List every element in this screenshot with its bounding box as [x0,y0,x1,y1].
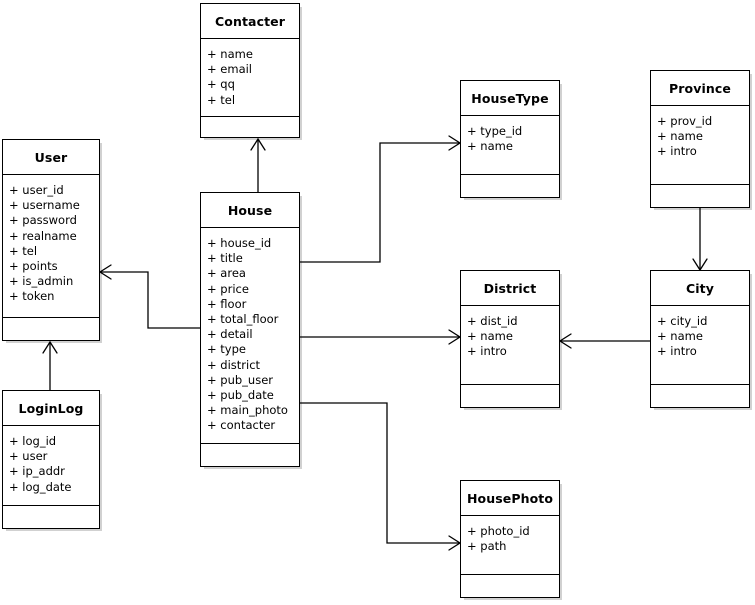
attribute: + title [207,251,243,266]
class-attributes-housetype: + type_id + name [461,116,559,175]
attribute: + intro [657,344,697,359]
class-title-loginlog: LoginLog [3,391,99,426]
class-attributes-city: + city_id + name + intro [651,306,749,385]
attribute: + contacter [207,418,276,433]
class-attributes-contacter: + name + email + qq + tel [201,39,299,117]
attribute: + name [657,129,703,144]
class-attributes-house: + house_id + title + area + price + floo… [201,228,299,444]
attribute: + user [9,449,48,464]
attribute: + intro [657,144,697,159]
class-title-district: District [461,271,559,306]
uml-class-housephoto[interactable]: HousePhoto + photo_id + path [460,480,560,598]
class-operations-contacter [201,117,299,139]
uml-class-province[interactable]: Province + prov_id + name + intro [650,70,750,208]
class-attributes-district: + dist_id + name + intro [461,306,559,385]
relationship-loginlog-user[interactable] [42,340,58,390]
class-title-housetype: HouseType [461,81,559,116]
attribute: + type [207,342,246,357]
class-title-contacter: Contacter [201,4,299,39]
uml-class-house[interactable]: House + house_id + title + area + price … [200,192,300,467]
attribute: + pub_user [207,372,274,387]
relationship-house-user[interactable] [98,264,200,329]
attribute: + type_id [467,124,523,138]
attribute: + main_photo [207,403,288,418]
attribute: + password [9,213,77,228]
class-operations-user [3,318,99,340]
uml-class-city[interactable]: City + city_id + name + intro [650,270,750,408]
class-title-city: City [651,271,749,306]
class-operations-house [201,444,299,466]
attribute: + total_floor [207,312,279,327]
relationship-city-district[interactable] [558,333,650,349]
attribute: + qq [207,77,235,92]
attribute: + realname [9,228,77,243]
class-operations-loginlog [3,506,99,528]
uml-class-housetype[interactable]: HouseType + type_id + name [460,80,560,198]
attribute: + ip_addr [9,464,65,479]
class-attributes-user: + user_id + username + password + realna… [3,175,99,318]
attribute: + email [207,62,253,77]
attribute: + username [9,198,80,213]
uml-class-user[interactable]: User + user_id + username + password + r… [2,139,100,341]
class-attributes-housephoto: + photo_id + path [461,516,559,575]
attribute: + is_admin [9,274,74,289]
class-operations-province [651,185,749,207]
relationship-house-housetype[interactable] [300,135,462,263]
class-operations-housephoto [461,575,559,597]
class-title-user: User [3,140,99,175]
class-attributes-loginlog: + log_id + user + ip_addr + log_date [3,426,99,506]
attribute: + photo_id [467,524,530,538]
attribute: + prov_id [657,114,713,128]
relationship-house-contacter[interactable] [250,137,266,192]
attribute: + name [657,329,703,344]
uml-class-district[interactable]: District + dist_id + name + intro [460,270,560,408]
class-title-housephoto: HousePhoto [461,481,559,516]
class-operations-city [651,385,749,407]
attribute: + district [207,357,261,372]
relationship-house-district[interactable] [300,329,462,345]
attribute: + name [467,139,513,154]
attribute: + path [467,539,507,554]
attribute: + token [9,289,55,304]
attribute: + log_id [9,434,57,448]
uml-class-contacter[interactable]: Contacter + name + email + qq + tel [200,3,300,138]
attribute: + floor [207,296,247,311]
class-operations-district [461,385,559,407]
attribute: + name [467,329,513,344]
class-title-house: House [201,193,299,228]
attribute: + detail [207,327,253,342]
relationship-house-housephoto[interactable] [300,402,462,551]
class-title-province: Province [651,71,749,106]
attribute: + pub_date [207,388,274,403]
uml-class-loginlog[interactable]: LoginLog + log_id + user + ip_addr + log… [2,390,100,529]
relationship-province-city[interactable] [692,208,708,272]
attribute: + price [207,281,249,296]
class-attributes-province: + prov_id + name + intro [651,106,749,185]
attribute: + city_id [657,314,708,328]
attribute: + name [207,47,253,61]
attribute: + intro [467,344,507,359]
attribute: + house_id [207,236,272,250]
attribute: + dist_id [467,314,518,328]
attribute: + points [9,259,58,274]
attribute: + user_id [9,183,64,197]
attribute: + area [207,266,246,281]
class-operations-housetype [461,175,559,197]
attribute: + tel [9,243,38,258]
attribute: + tel [207,92,236,107]
attribute: + log_date [9,479,72,494]
